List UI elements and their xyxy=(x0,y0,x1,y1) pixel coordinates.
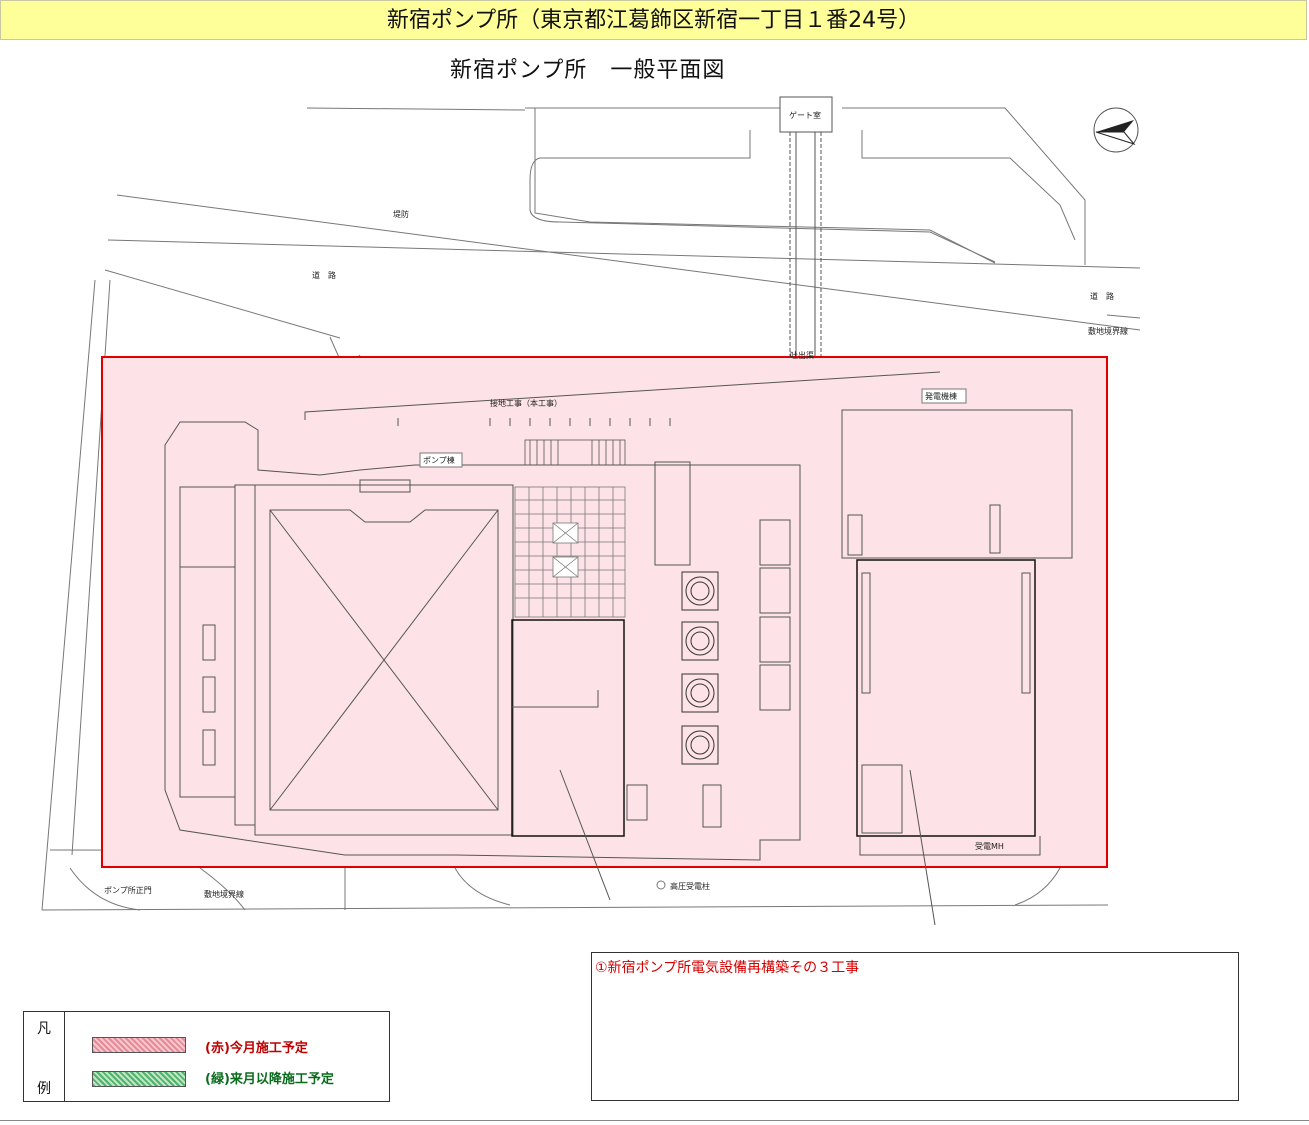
legend-key-top: 凡 xyxy=(37,1021,51,1037)
legend-key: 凡 例 xyxy=(24,1012,65,1101)
hv-pole-label: 高圧受電柱 xyxy=(670,881,710,891)
grounding-line xyxy=(304,371,941,426)
legend-key-bottom: 例 xyxy=(37,1081,51,1097)
legend: 凡 例 (赤)今月施工予定 (緑)来月以降施工予定 xyxy=(23,1011,390,1102)
gate-room-label: ゲート室 xyxy=(789,110,821,120)
north-arrow-icon xyxy=(1093,107,1139,153)
legend-swatch-green xyxy=(92,1071,186,1087)
boundary-bottom-label: 敷地境界線 xyxy=(204,889,244,899)
electrical-room-pump xyxy=(511,619,625,837)
stairs xyxy=(524,439,626,466)
legend-label-next-month: (緑)来月以降施工予定 xyxy=(205,1072,334,1087)
electrical-room-generator xyxy=(856,559,1036,837)
pump-building xyxy=(164,421,801,861)
work-area-this-month xyxy=(101,356,1108,868)
legend-swatch-red xyxy=(92,1037,186,1053)
page-title: 新宿ポンプ所（東京都江葛飾区新宿一丁目１番24号） xyxy=(0,0,1307,40)
receiving-mh-label: 受電MH xyxy=(975,841,1004,851)
road-right-label: 道 路 xyxy=(1090,291,1114,301)
bottom-rule xyxy=(0,1120,1309,1121)
road-left-label: 道 路 xyxy=(312,270,336,280)
grounding-work-label: 接地工事（本工事） xyxy=(490,398,562,408)
pump-units xyxy=(681,571,719,765)
embankment-label: 堤防 xyxy=(393,209,409,219)
boundary-right-label: 敷地境界線 xyxy=(1088,326,1128,336)
grid-room xyxy=(514,486,626,618)
main-gate-label: ポンプ所正門 xyxy=(104,885,152,895)
bottom-gates xyxy=(69,867,1061,911)
drawing-subtitle: 新宿ポンプ所 一般平面図 xyxy=(450,58,726,83)
work-item-1: ①新宿ポンプ所電気設備再構築その３工事 xyxy=(595,960,860,976)
legend-label-this-month: (赤)今月施工予定 xyxy=(205,1041,308,1056)
work-description-box: ①新宿ポンプ所電気設備再構築その３工事 xyxy=(591,952,1239,1101)
generator-building-label: 発電機棟 xyxy=(925,391,957,401)
linework-roads xyxy=(41,107,1141,911)
discharge-pipe-label: 吐出渠 xyxy=(790,350,814,360)
generator-building xyxy=(841,409,1073,559)
pump-building-label: ポンプ棟 xyxy=(423,455,455,465)
